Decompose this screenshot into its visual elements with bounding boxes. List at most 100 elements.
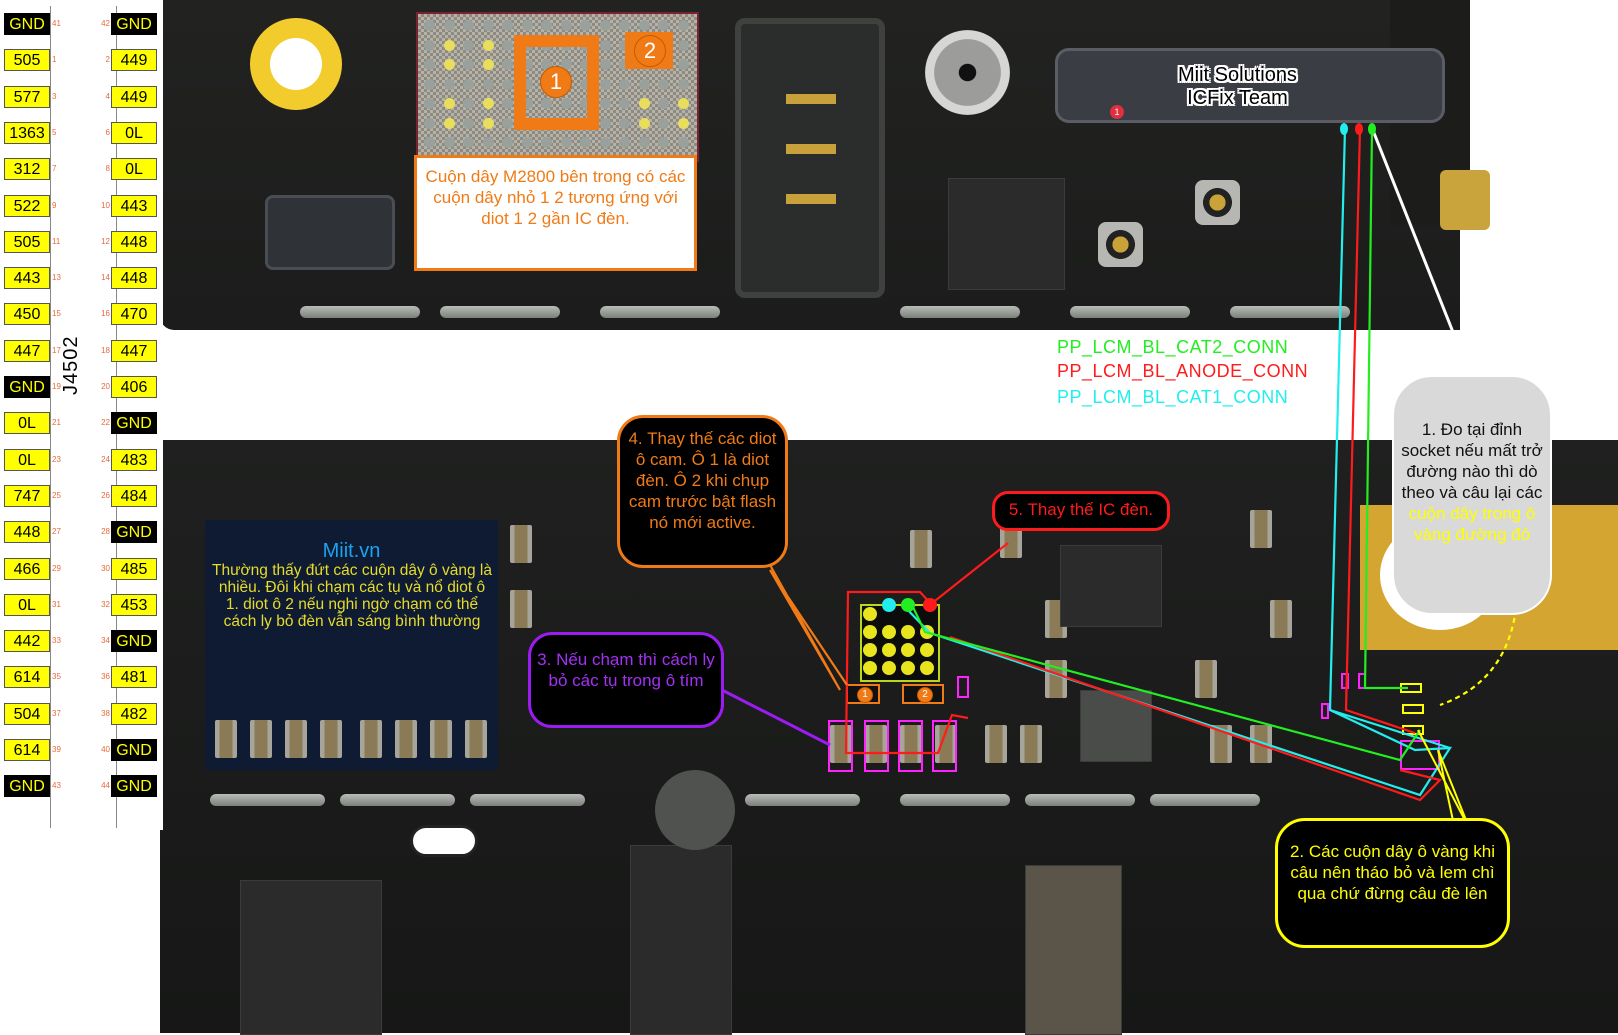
capacitor: [1210, 725, 1232, 763]
bga-ball: [658, 98, 669, 109]
net-label-anode: PP_LCM_BL_ANODE_CONN: [1057, 361, 1309, 381]
pin-number: 19: [52, 382, 61, 391]
bga-ball: [502, 20, 513, 31]
capacitor: [510, 525, 532, 563]
diode-1-marker: 1: [857, 687, 873, 703]
bga-ball: [443, 20, 455, 31]
bga-ball: [482, 59, 494, 70]
bga-ball: [502, 98, 513, 109]
cat1-pad-marker: [882, 598, 896, 612]
pin-number: 8: [105, 164, 110, 174]
callout-step1-text: 1. Đo tại đỉnh socket nếu mất trở đường …: [1401, 420, 1543, 502]
bga-ball: [463, 98, 474, 109]
bga-ball: [638, 78, 650, 90]
ic-chip: [1025, 865, 1122, 1035]
bga-ball: [502, 137, 513, 148]
bga-ball: [424, 59, 435, 70]
m2800-callout: Cuộn dây M2800 bên trong có các cuộn dây…: [414, 155, 697, 271]
gold-pad: [1440, 170, 1490, 230]
pad-strip: [470, 794, 585, 806]
bga-ball: [443, 59, 455, 70]
diode-1-highlight: 1: [846, 684, 880, 704]
bga-ball: [677, 137, 689, 148]
bga-ball: [443, 117, 455, 129]
pin-number: 22: [101, 418, 110, 428]
capacitor-isolate-box: [828, 720, 853, 772]
pin-20-value: 406: [111, 376, 157, 398]
capacitor: [910, 530, 932, 568]
bga-ball: [521, 137, 533, 148]
bga-ball: [502, 39, 513, 51]
pin-number: 30: [101, 563, 110, 573]
pin-27-value: 448: [4, 521, 50, 544]
pin-13-value: 443: [4, 267, 50, 290]
callout-step1: 1. Đo tại đỉnh socket nếu mất trở đường …: [1392, 375, 1552, 615]
bga-ball: [619, 20, 630, 31]
pin-41-value: GND: [4, 13, 50, 35]
bga-ball: [482, 20, 494, 31]
camera-connector-chip: [948, 178, 1065, 290]
pin-number: 26: [101, 490, 110, 500]
capacitor: [1020, 725, 1042, 763]
diode-2-marker: 2: [917, 687, 933, 703]
pin-12-value: 448: [111, 230, 157, 253]
bga-ball: [599, 20, 611, 31]
bga-ball: [482, 98, 494, 109]
bga-ball: [463, 59, 474, 70]
bga-ball: [677, 117, 689, 129]
capacitor: [1195, 660, 1217, 698]
ic-ball: [863, 643, 877, 657]
pin-21-value: 0L: [4, 412, 50, 435]
bga-ball: [658, 137, 669, 148]
socket-cat2-marker: [1368, 123, 1376, 135]
pin-number: 38: [101, 708, 110, 718]
bga-ball: [638, 137, 650, 148]
pin-19-value: GND: [4, 376, 50, 398]
ic-chip: [630, 845, 732, 1035]
capacitor-isolate-box: [1321, 703, 1329, 719]
inductor-yellow-box: [1400, 683, 1422, 693]
capacitor: [250, 720, 272, 758]
bga-ball: [521, 20, 533, 31]
bga-ball: [521, 59, 533, 70]
pin-number: 33: [52, 636, 61, 646]
inductor-yellow-box: [1402, 725, 1424, 735]
pin-number: 35: [52, 672, 61, 682]
capacitor: [360, 720, 382, 758]
pin-36-value: 481: [111, 666, 157, 689]
bga-ball: [677, 59, 689, 70]
pin-number: 34: [101, 636, 110, 646]
bga-ball: [560, 59, 572, 70]
bga-ball: [599, 137, 611, 148]
net-label-cat2: PP_LCM_BL_CAT2_CONN: [1057, 337, 1289, 357]
pad-strip: [210, 794, 325, 806]
pad-strip: [600, 306, 720, 318]
bga-ball: [482, 78, 494, 90]
pin-number: 43: [52, 781, 61, 791]
callout-step3: 3. Nếu chạm thì cách ly bỏ các tụ trong …: [528, 632, 724, 728]
pin-number: 6: [105, 127, 110, 137]
bga-ball: [482, 39, 494, 51]
pin-2-value: 449: [111, 49, 157, 72]
bga-ball: [599, 59, 611, 70]
capacitor: [395, 720, 417, 758]
capacitor-isolate-box: [932, 720, 957, 772]
pin-26-value: 484: [111, 484, 157, 507]
mounting-hole-gold: [250, 18, 342, 110]
bga-ball: [541, 98, 552, 109]
ic-ball: [882, 643, 896, 657]
pin-4-value: 449: [111, 85, 157, 108]
ic-chip: [1060, 545, 1162, 627]
socket-pin1-marker: 1: [1110, 105, 1124, 119]
bga-ball: [443, 39, 455, 51]
bga-ball: [560, 98, 572, 109]
bga-ball: [580, 20, 591, 31]
pin-34-value: GND: [111, 630, 157, 653]
pin-18-value: 447: [111, 339, 157, 362]
pin-number: 31: [52, 599, 61, 609]
pin-5-value: 1363: [4, 121, 50, 144]
pin-number: 12: [101, 236, 110, 246]
pin-number: 29: [52, 563, 61, 573]
miit-note: Thường thấy đứt các cuộn dây ô vàng là n…: [212, 562, 492, 630]
pin-number: 16: [101, 309, 110, 319]
